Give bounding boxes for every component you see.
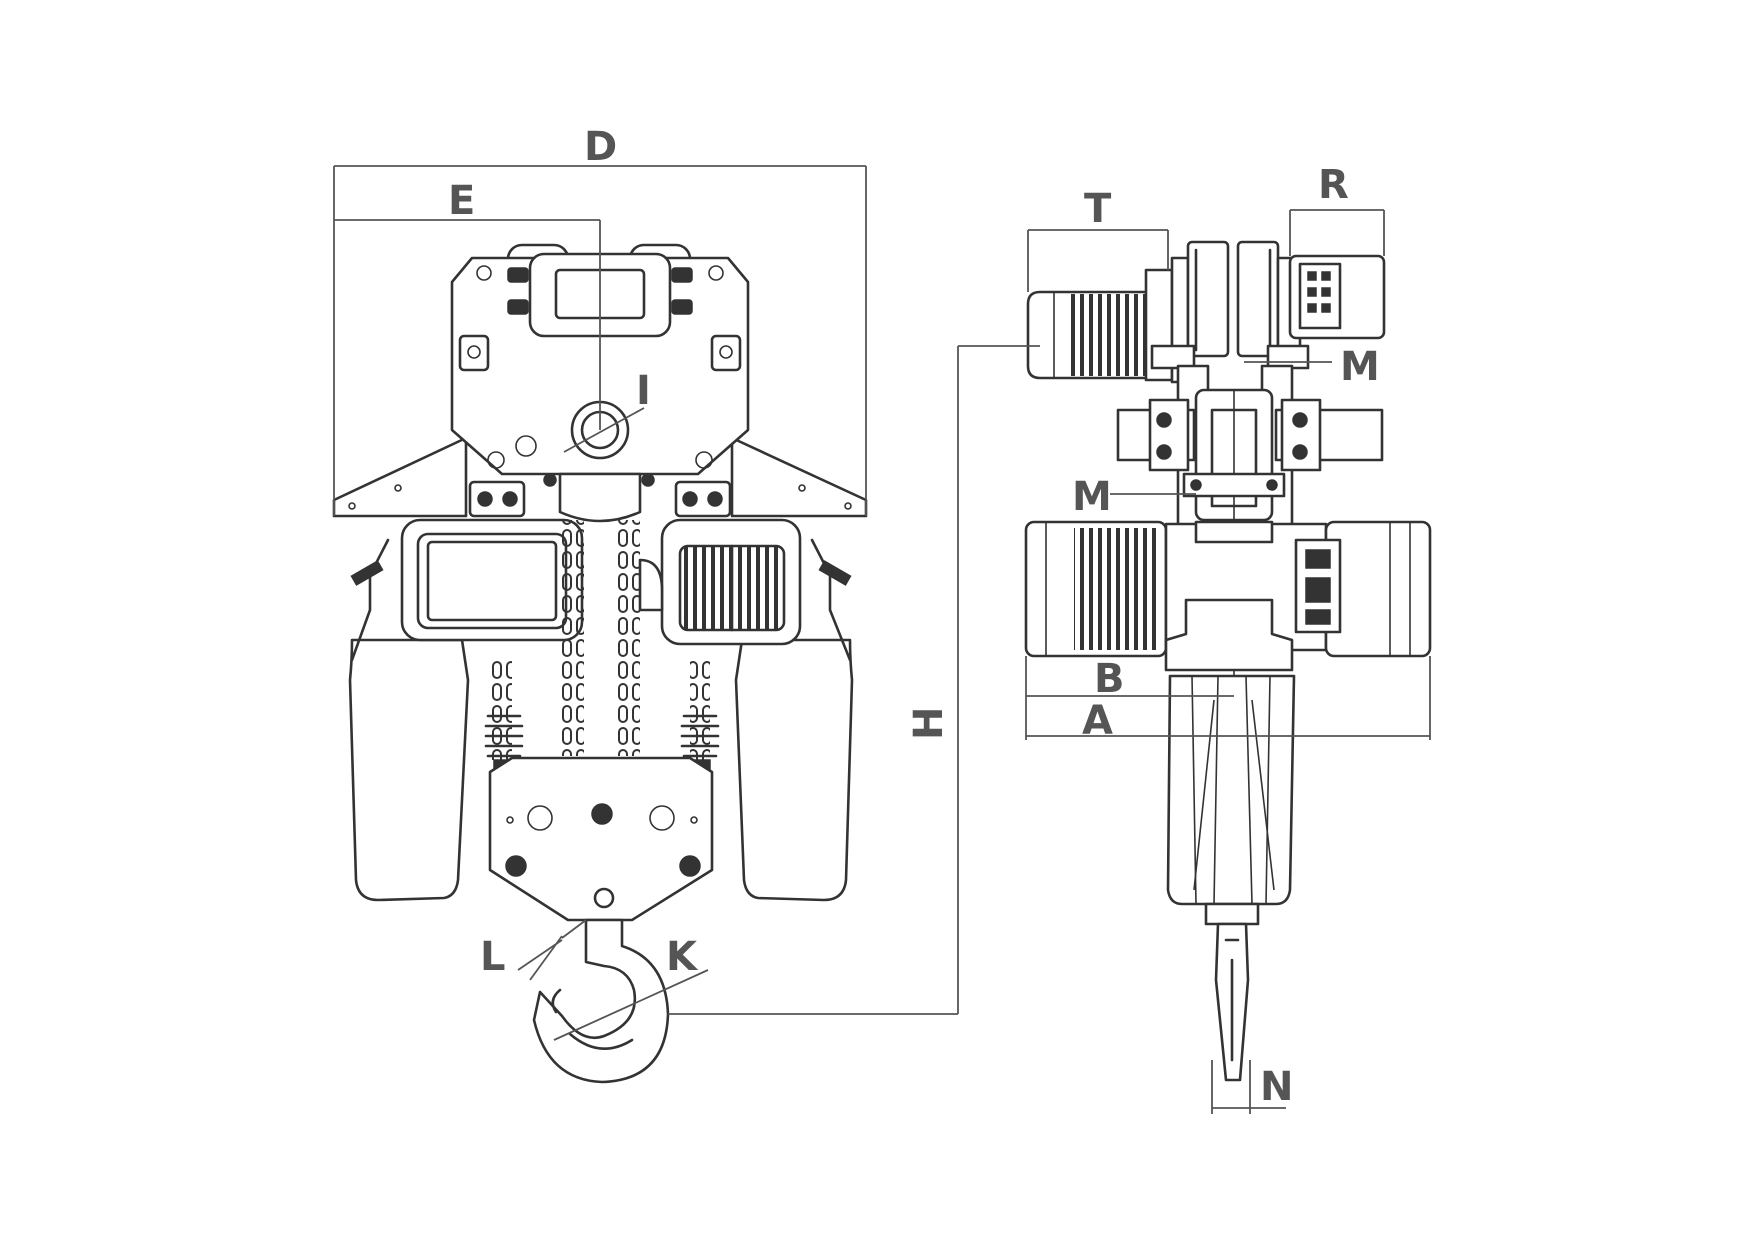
label-m-mid: M xyxy=(1072,474,1112,520)
travel-controller-right xyxy=(1276,254,1386,360)
front-view xyxy=(332,243,868,1084)
label-r: R xyxy=(1318,162,1349,208)
label-l: L xyxy=(480,934,506,980)
left-control-box xyxy=(400,518,584,642)
trolley-rail-wheels xyxy=(1186,240,1280,358)
side-view xyxy=(1024,240,1432,1082)
label-i: I xyxy=(636,368,651,414)
label-t: T xyxy=(1084,186,1112,232)
label-h: H xyxy=(906,707,952,740)
label-m-top: M xyxy=(1340,344,1380,390)
label-d: D xyxy=(584,124,617,170)
label-b: B xyxy=(1094,656,1125,702)
chain-bags xyxy=(348,538,854,902)
label-a: A xyxy=(1082,698,1113,744)
bottom-block xyxy=(488,756,714,922)
label-n: N xyxy=(1260,1064,1293,1110)
hook xyxy=(532,918,670,1084)
bracket-bolts xyxy=(468,480,732,518)
trolley-bolts xyxy=(458,334,742,510)
hook-side xyxy=(1204,902,1260,1082)
label-e: E xyxy=(448,178,475,224)
label-k: K xyxy=(666,934,699,980)
chain-bag-side xyxy=(1164,598,1296,906)
dimension-lines xyxy=(333,165,1431,1114)
dimension-labels: D E I L K H T R M M B A N xyxy=(448,124,1380,1110)
right-motor xyxy=(638,518,802,646)
